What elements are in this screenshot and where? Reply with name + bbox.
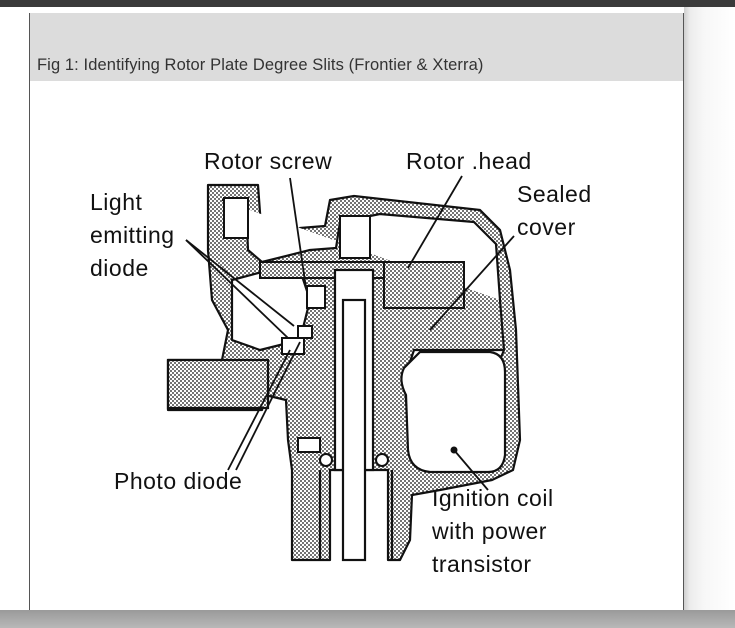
leader-lines — [185, 175, 515, 491]
shaft — [318, 268, 394, 562]
label-emitting: emitting — [90, 222, 175, 248]
label-light: Light — [90, 189, 143, 215]
ignition-coil — [400, 350, 507, 474]
window-top-bar — [0, 0, 735, 7]
label-cover: cover — [517, 214, 576, 240]
top-cap — [339, 215, 371, 259]
figure-caption: Fig 1: Identifying Rotor Plate Degree Sl… — [37, 56, 484, 74]
page-right-margin — [684, 7, 735, 610]
label-transistor: transistor — [432, 551, 532, 577]
label-ignition-coil: Ignition coil — [432, 485, 554, 511]
caption-bar: Fig 1: Identifying Rotor Plate Degree Sl… — [30, 13, 683, 81]
bearings — [297, 437, 389, 467]
window-bottom-bar — [0, 610, 735, 628]
rotor-screw-bolt — [306, 285, 326, 309]
left-cap — [223, 197, 249, 239]
label-rotor-screw: Rotor screw — [204, 148, 333, 174]
label-with-power: with power — [432, 518, 547, 544]
rotor-head — [383, 261, 465, 309]
label-photo-diode: Photo diode — [114, 468, 243, 494]
label-sealed: Sealed — [517, 181, 592, 207]
shaft-coupling — [166, 358, 270, 410]
sensor-unit — [281, 325, 313, 355]
label-diode: diode — [90, 255, 149, 281]
label-rotor-head: Rotor .head — [406, 148, 532, 174]
